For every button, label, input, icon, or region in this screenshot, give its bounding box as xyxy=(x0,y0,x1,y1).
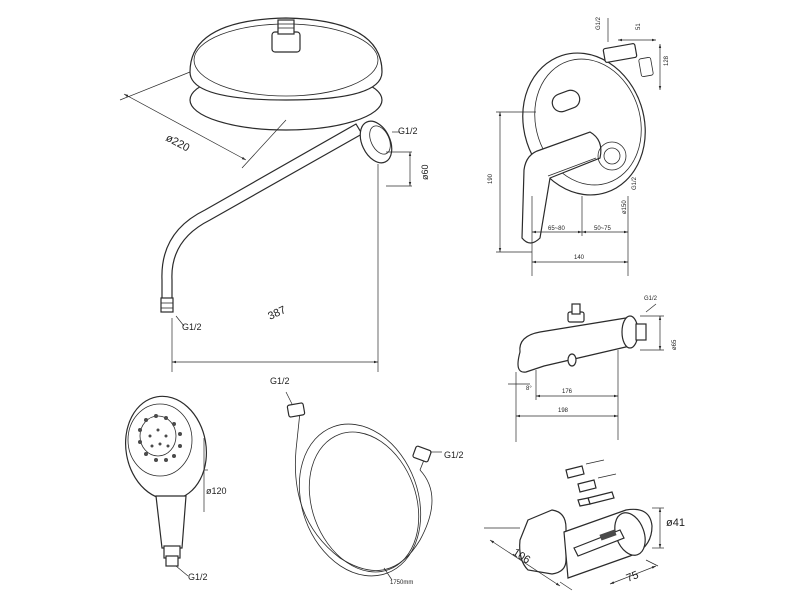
spout-connection-label: G1/2 xyxy=(644,296,658,302)
spout-angle-label: 8° xyxy=(526,386,532,392)
mixer-depth-total-label: 140 xyxy=(574,255,585,261)
mixer-depth-range-2-label: 50~75 xyxy=(594,226,612,232)
bath-spout: G1/2 ø65 8° 176 198 xyxy=(508,296,678,442)
spray-nozzles xyxy=(138,414,182,462)
mixer-height-label: 190 xyxy=(488,173,494,184)
arm-length-label: 387 xyxy=(266,304,288,323)
spout-length-1-label: 176 xyxy=(562,389,573,395)
mixer-depth-range-1-label: 65~80 xyxy=(548,226,566,232)
mixer-top-height-label: 128 xyxy=(664,55,670,66)
shower-arm: G1/2 ø60 387 G1/2 xyxy=(160,120,430,372)
mixer-top-width-label: 51 xyxy=(636,23,642,30)
hose-right-connection-label: G1/2 xyxy=(444,450,464,460)
mixer-side-connection-label: G1/2 xyxy=(632,176,638,190)
rain-shower-head: ø220 xyxy=(119,17,383,169)
mixer-plate-diameter-label: ø150 xyxy=(622,200,628,214)
hand-shower: ø120 G1/2 xyxy=(124,395,227,582)
hose-length-label: 1750mm xyxy=(390,580,413,586)
screws-and-plugs xyxy=(565,459,617,507)
arm-flange-diameter-label: ø60 xyxy=(420,164,430,180)
shower-hose: G1/2 G1/2 1750mm xyxy=(270,376,464,586)
holder-diameter-label: ø41 xyxy=(666,517,685,529)
arm-top-connection-label: G1/2 xyxy=(398,126,418,136)
spout-diameter-label: ø65 xyxy=(672,339,678,350)
shower-head-diameter-label: ø220 xyxy=(164,132,192,154)
mixer-top-connection-label: G1/2 xyxy=(596,16,602,30)
concealed-mixer: G1/2 51 128 190 G1/2 ø150 65~80 50~75 14… xyxy=(488,16,670,276)
hand-shower-connection-label: G1/2 xyxy=(188,572,208,582)
hose-top-connection-label: G1/2 xyxy=(270,376,290,386)
hand-shower-diameter-label: ø120 xyxy=(206,486,227,496)
arm-bottom-connection-label: G1/2 xyxy=(182,322,202,332)
spout-length-2-label: 198 xyxy=(558,408,569,414)
holder-width-label: 75 xyxy=(625,569,641,585)
wall-holder: ø41 106 75 xyxy=(484,459,685,591)
